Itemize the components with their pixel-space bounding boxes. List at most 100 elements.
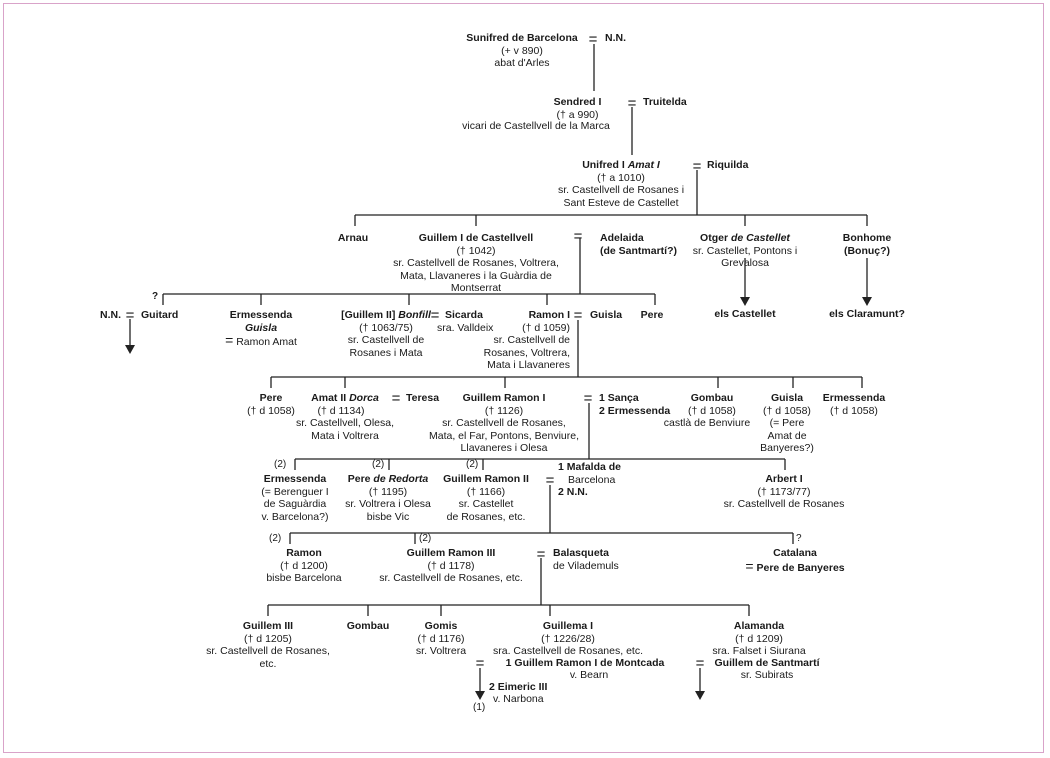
marriage-symbol: = <box>391 390 401 407</box>
person-name: Bonhome <box>842 232 892 244</box>
marriage-symbol: = <box>125 307 135 324</box>
person-title: sr. Castellvell de Rosanes, <box>206 645 330 657</box>
spouse-sicarda: Sicarda sra. Valldeix <box>437 309 493 334</box>
person-title: sr. Castellvell de Rosanes <box>723 498 845 510</box>
person-guillema-i: Guillema I († 1226/28) sra. Castellvell … <box>493 620 643 658</box>
person-guillem-ramon-i: Guillem Ramon I († 1126) sr. Castellvell… <box>429 392 579 455</box>
person-dates: († d 1134) <box>317 404 365 417</box>
spouse-first: 1 Mafalda de <box>558 461 622 473</box>
person-guillem-ii: [Guillem II] Bonfill († 1063/75) sr. Cas… <box>341 309 431 359</box>
spouse-first: 1 Sança <box>599 392 639 404</box>
line-marker: (2) <box>466 459 479 470</box>
person-dates: († d 1058) <box>763 404 811 417</box>
person-arbert-i: Arbert I († 1173/77) sr. Castellvell de … <box>724 473 845 511</box>
person-title: sra. Falset i Siurana <box>712 645 806 657</box>
person-dates: († a 1010) <box>597 171 645 184</box>
person-alias: Bonfill <box>398 309 431 321</box>
person-name: Ramon <box>286 547 322 559</box>
marriage-symbol: = <box>225 332 234 348</box>
person-name: Sunifred de Barcelona <box>466 32 578 44</box>
spouse-riquilda: Riquilda <box>707 159 749 171</box>
person-title: Rosanes i Mata <box>349 346 423 359</box>
person-dates: († d 1178) <box>427 559 475 572</box>
marriage-symbol: = <box>430 307 440 324</box>
person-dates: († d 1058) <box>247 404 295 417</box>
person-name: Adelaida <box>600 232 644 244</box>
person-alias: Guisla <box>244 321 278 334</box>
person-dates: († d 1059) <box>522 321 570 334</box>
marriage-symbol: = <box>475 655 485 672</box>
person-alamanda: Alamanda († d 1209) sra. Falset i Siuran… <box>712 620 805 658</box>
person-title: sr. Castellet, Pontons i <box>692 244 798 257</box>
person-name: Ramon I <box>528 309 570 321</box>
person-alias: Dorca <box>349 392 379 404</box>
marriage-symbol: = <box>588 31 598 48</box>
lineage-els-claramunt: els Claramunt? <box>829 308 905 320</box>
person-dates: († d 1200) <box>280 559 328 572</box>
uncertain-mark: ? <box>796 533 802 544</box>
person-title: sr. Castellvell de Rosanes, Voltrera, <box>393 257 559 269</box>
person-ramon-i: Ramon I († d 1059) sr. Castellvell de Ro… <box>484 309 570 372</box>
person-guitard: Guitard <box>141 309 179 321</box>
person-dates: († 1126) <box>484 404 524 417</box>
person-title: vicari de Castellvell de la Marca <box>462 120 610 132</box>
person-title: de Rosanes, etc. <box>446 510 526 523</box>
person-dates: († d 1058) <box>830 404 878 417</box>
person-unifred: Unifred I Amat I († a 1010) sr. Castellv… <box>558 159 684 209</box>
uncertain-mark: ? <box>152 291 159 302</box>
marriage-symbol: = <box>692 158 702 175</box>
person-ermessenda-guisla: Ermessenda Guisla = Ramon Amat <box>225 309 297 349</box>
person-spouse: (= Pere <box>769 417 805 429</box>
person-title: castlà de Benviure <box>663 417 751 429</box>
person-name: Sicarda <box>445 309 483 321</box>
person-nn: N.N. <box>100 309 121 321</box>
person-spouse: = Ramon Amat <box>225 332 297 348</box>
marriage-symbol: = <box>745 557 754 574</box>
person-dates: († 1042) <box>456 244 496 257</box>
spouses-guillem-ramon-ii: 1 Mafalda de Barcelona 2 N.N. <box>558 461 621 499</box>
spouse-title: v. Narbona <box>493 693 544 705</box>
arrowhead-icon <box>862 297 872 306</box>
person-name: Guillem Ramon III <box>406 547 496 559</box>
person-title: Grevalosa <box>721 257 769 269</box>
person-name: Catalana <box>773 547 817 559</box>
person-dates: († d 1058) <box>688 404 736 417</box>
person-title: abat d'Arles <box>494 57 550 69</box>
person-title: Montserrat <box>450 282 502 294</box>
person-name: Guillem Ramon I <box>462 392 546 404</box>
person-dates: († 1173/77) <box>757 485 811 498</box>
person-ermessenda-1058: Ermessenda († d 1058) <box>823 392 885 417</box>
person-dates: († a 990) <box>556 108 599 121</box>
spouse-title: v. Bearn <box>569 669 609 681</box>
line-marker: (2) <box>269 533 282 544</box>
person-dates: († 1195) <box>368 485 408 498</box>
marriage-symbol: = <box>573 228 583 245</box>
person-guillem-i: Guillem I de Castellvell († 1042) sr. Ca… <box>393 232 559 295</box>
line-marker: (2) <box>274 459 287 470</box>
person-gombau-1058: Gombau († d 1058) castlà de Benviure <box>664 392 750 430</box>
person-name: Otger de Castellet <box>700 232 790 244</box>
person-title: bisbe Vic <box>366 510 410 523</box>
person-sendred: Sendred I († a 990) <box>554 96 602 121</box>
person-spouse: Banyeres?) <box>760 442 814 454</box>
person-name: Arbert I <box>765 473 803 485</box>
spouse-title: sr. Subirats <box>740 669 794 681</box>
person-dates: († d 1176) <box>417 632 465 645</box>
person-title: Mata i Llavaneres <box>487 359 570 371</box>
spouses-guillem-ramon-i: 1 Sança 2 Ermessenda <box>599 392 670 418</box>
spouse-second: 2 N.N. <box>558 486 588 498</box>
person-guillem-ramon-ii: Guillem Ramon II († 1166) sr. Castellet … <box>443 473 529 523</box>
person-alias: Amat I <box>627 159 660 171</box>
person-dates: († 1063/75) <box>359 321 413 334</box>
person-ermessenda-saguardia: Ermessenda (= Berenguer I de Saguàrdia v… <box>261 473 328 523</box>
person-dates: († 1166) <box>466 485 506 498</box>
person-title: Sant Esteve de Castellet <box>563 196 679 209</box>
person-dates: († d 1205) <box>244 632 292 645</box>
person-title: Mata, Llavaneres i la Guàrdia de <box>400 269 552 282</box>
marriage-symbol: = <box>695 655 705 672</box>
person-pere-1058: Pere († d 1058) <box>247 392 295 417</box>
spouse-truitelda: Truitelda <box>643 96 687 108</box>
spouse-teresa: Teresa <box>406 392 440 404</box>
spouse-guillem-santmarti: Guillem de Santmartí <box>714 657 820 669</box>
